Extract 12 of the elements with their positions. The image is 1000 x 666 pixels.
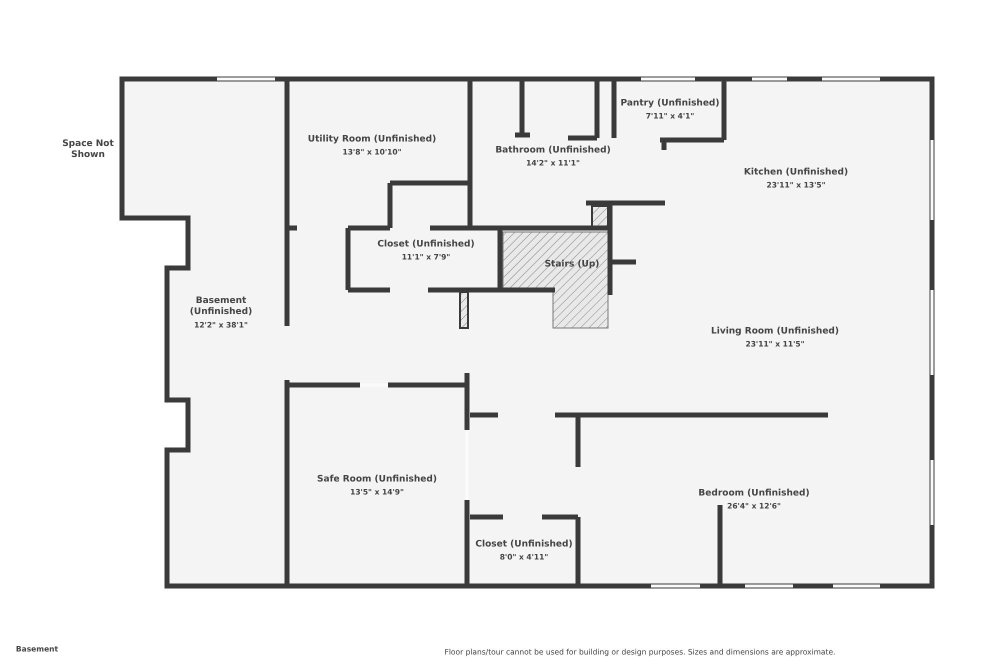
room-label: Living Room (Unfinished)	[711, 326, 839, 338]
room-label: Kitchen (Unfinished)	[744, 167, 848, 179]
room-label: Bathroom (Unfinished)	[495, 145, 611, 157]
room-label: Space Not Shown	[61, 138, 115, 162]
room-label: Closet (Unfinished)	[377, 239, 475, 251]
room-label: Bedroom (Unfinished)	[698, 488, 810, 500]
room-label: Closet (Unfinished)	[475, 539, 573, 551]
room-label: Safe Room (Unfinished)	[317, 474, 437, 486]
room-label: Utility Room (Unfinished)	[308, 134, 436, 146]
room-label: Stairs (Up)	[544, 259, 600, 271]
room-label: Pantry (Unfinished)	[620, 98, 720, 110]
room-label: Basement (Unfinished)	[188, 296, 254, 318]
